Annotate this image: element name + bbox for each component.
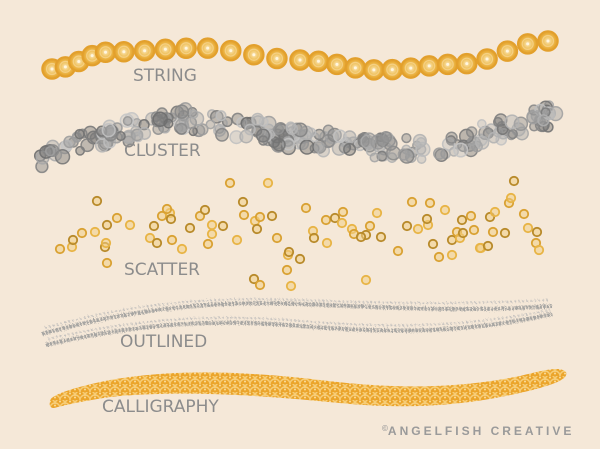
credit-watermark: ©ANGELFISH CREATIVE [382,424,574,438]
label-string: STRING [133,66,197,86]
label-cluster: CLUSTER [124,141,201,161]
copyright-symbol: © [382,424,388,433]
calligraphy-brush-stroke [49,369,567,408]
string-brush-stroke [41,30,559,81]
scatter-brush-stroke [54,175,545,292]
cluster-brush-stroke [33,100,564,174]
outlined-brush-stroke [41,298,553,347]
credit-text: ANGELFISH CREATIVE [387,424,575,438]
label-outlined: OUTLINED [120,332,208,352]
label-scatter: SCATTER [124,260,200,280]
label-calligraphy: CALLIGRAPHY [102,397,219,417]
